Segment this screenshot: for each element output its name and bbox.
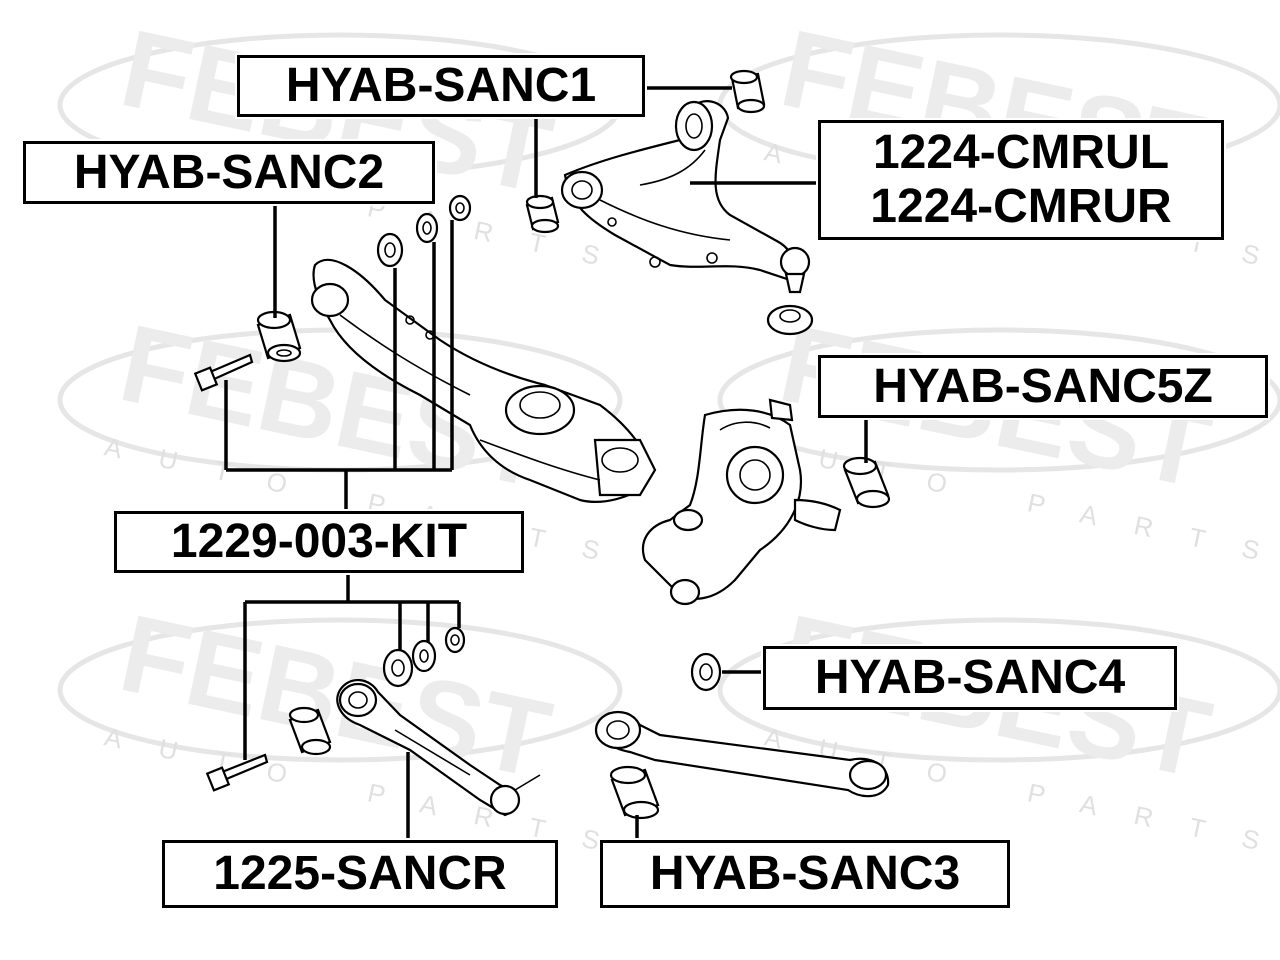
ball-joint (779, 246, 811, 294)
lateral-arm-left (336, 679, 541, 817)
label-hyab-sanc5z: HYAB-SANC5Z (816, 353, 1270, 420)
label-1224-cmrul-text: 1224-CMRUL (872, 126, 1170, 179)
label-hyab-sanc3: HYAB-SANC3 (598, 838, 1012, 910)
label-hyab-sanc3-text: HYAB-SANC3 (649, 847, 961, 900)
label-hyab-sanc1-text: HYAB-SANC1 (285, 59, 597, 112)
label-hyab-sanc5z-text: HYAB-SANC5Z (873, 359, 1213, 413)
bushing-sanc1-lower (525, 194, 560, 234)
label-1229-003-kit-text: 1229-003-KIT (170, 515, 468, 568)
label-hyab-sanc2-text: HYAB-SANC2 (73, 145, 385, 199)
label-hyab-sanc2: HYAB-SANC2 (21, 139, 437, 206)
label-hyab-sanc1: HYAB-SANC1 (235, 53, 647, 119)
label-1224-cmrul-cmrur: 1224-CMRUL 1224-CMRUR (816, 118, 1226, 242)
bushing-sanc4 (690, 652, 722, 692)
label-hyab-sanc4-text: HYAB-SANC4 (814, 651, 1126, 704)
bushing-lateral (288, 706, 332, 756)
leader-kit-lower (243, 572, 461, 760)
upper-control-arm (560, 100, 797, 282)
lower-control-arm (310, 258, 657, 504)
label-hyab-sanc4: HYAB-SANC4 (761, 644, 1179, 712)
washer-stack-upper (376, 194, 472, 268)
knuckle (642, 398, 842, 606)
leader-lines (224, 86, 868, 840)
bolt-upper-left (193, 353, 254, 392)
washer-stack-lower (382, 626, 466, 688)
label-1225-sancr: 1225-SANCR (160, 838, 560, 910)
lateral-arm-right (594, 710, 890, 798)
bushing-sanc3 (609, 765, 660, 820)
label-1224-cmrur-text: 1224-CMRUR (870, 180, 1172, 233)
bushing-sanc5z (842, 456, 891, 509)
bolt-lower-left (205, 753, 269, 792)
bushing-sanc2 (256, 310, 302, 363)
bushing-sanc1-top (729, 69, 766, 114)
dust-boot (766, 304, 814, 336)
label-1225-sancr-text: 1225-SANCR (213, 847, 507, 900)
label-1229-003-kit: 1229-003-KIT (112, 509, 526, 575)
leader-kit-upper (224, 220, 454, 511)
